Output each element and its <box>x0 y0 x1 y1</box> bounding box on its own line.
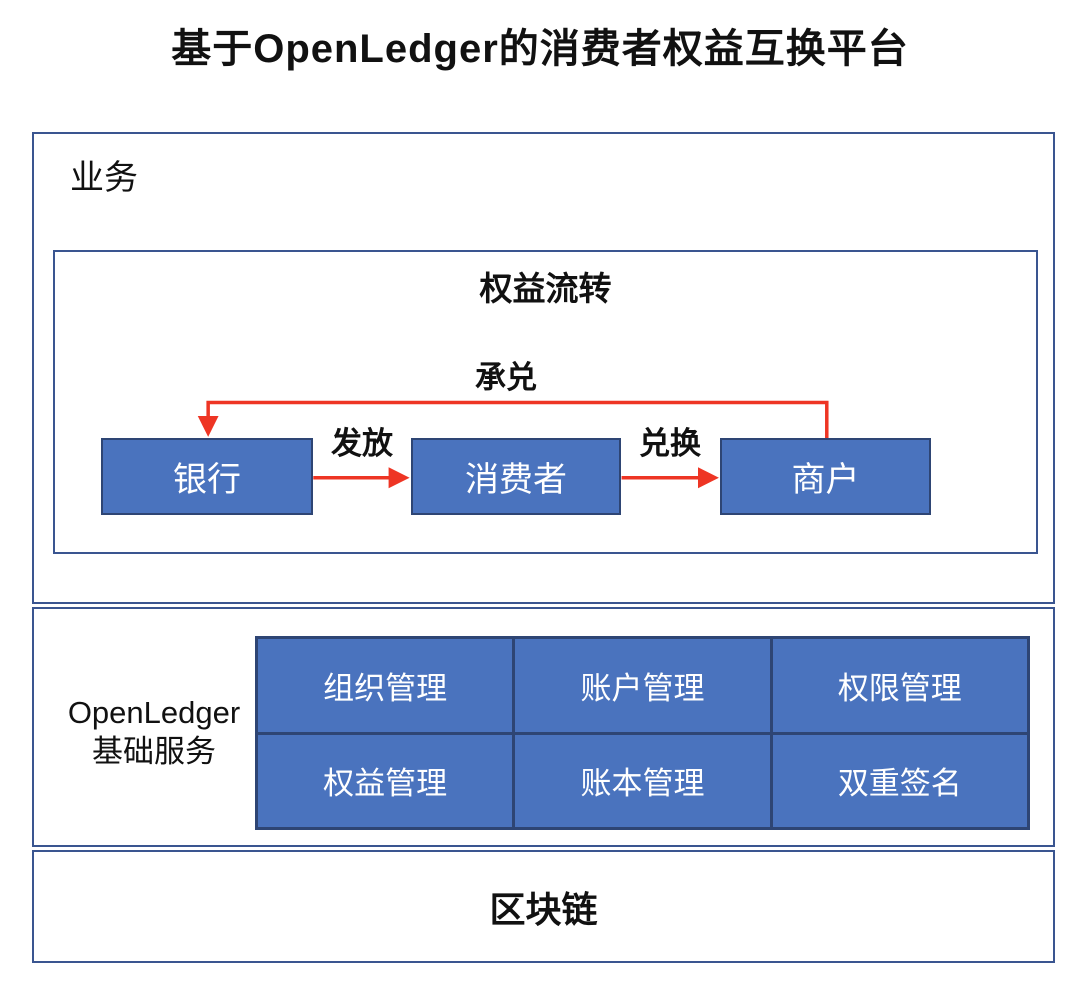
rights-flow-panel: 权益流转 承兑 发放 兑换 银行 消费者 商户 <box>53 250 1038 554</box>
services-label-line2: 基础服务 <box>92 734 216 769</box>
issue-arrow-label: 发放 <box>331 426 393 461</box>
blockchain-label: 区块链 <box>489 888 598 930</box>
service-cell-dual-signature: 双重签名 <box>772 734 1027 827</box>
service-cell-ledger-management: 账本管理 <box>515 734 770 827</box>
rights-flow-title: 权益流转 <box>479 270 612 307</box>
business-layer-label: 业务 <box>70 159 138 197</box>
flow-arrows-svg <box>197 400 829 489</box>
accept-arrow <box>197 400 829 439</box>
bank-node: 银行 <box>101 438 313 515</box>
merchant-node: 商户 <box>720 438 931 515</box>
service-cell-account-management: 账户管理 <box>515 639 770 732</box>
blockchain-layer-box: 区块链 <box>32 850 1055 963</box>
services-grid: 组织管理 账户管理 权限管理 权益管理 账本管理 双重签名 <box>255 636 1030 830</box>
business-layer-box: 业务 权益流转 承兑 发放 兑换 银行 消费者 商户 <box>32 132 1055 604</box>
services-layer-label: OpenLedger 基础服务 <box>38 693 270 771</box>
consumer-node: 消费者 <box>411 438 621 515</box>
redeem-arrow-label: 兑换 <box>639 426 701 461</box>
service-cell-org-management: 组织管理 <box>258 639 513 732</box>
services-layer-box: OpenLedger 基础服务 组织管理 账户管理 权限管理 权益管理 账本管理… <box>32 607 1055 847</box>
accept-arrow-label: 承兑 <box>475 360 537 395</box>
service-cell-rights-management: 权益管理 <box>258 734 513 827</box>
service-cell-permission-management: 权限管理 <box>772 639 1027 732</box>
diagram-title: 基于OpenLedger的消费者权益互换平台 <box>171 27 909 71</box>
services-label-line1: OpenLedger <box>67 695 241 730</box>
